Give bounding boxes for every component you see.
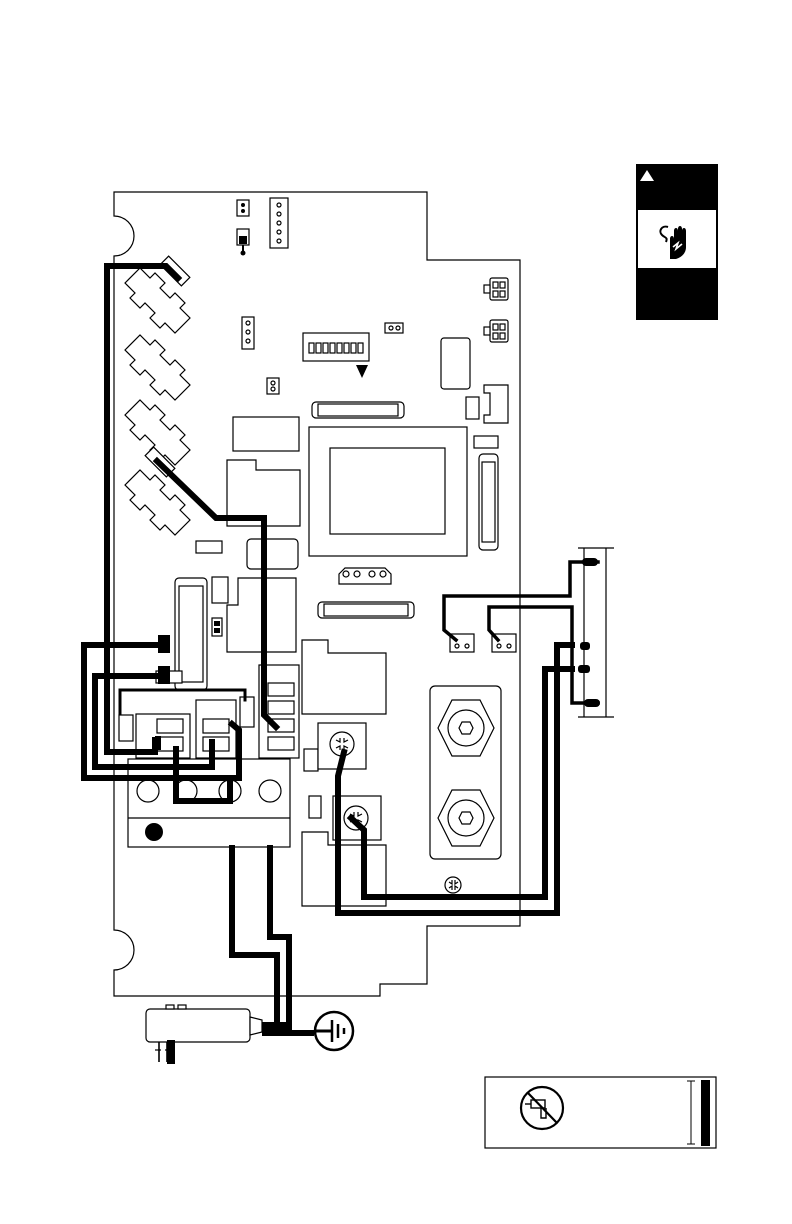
heater-element xyxy=(430,686,501,893)
right-connectors xyxy=(441,278,508,448)
shock-hazard-label xyxy=(636,164,718,320)
heater-terminals xyxy=(318,723,381,840)
no-drilling-icon xyxy=(521,1087,563,1129)
transformer xyxy=(309,427,467,556)
relay-bank xyxy=(125,256,190,535)
sensor-bracket xyxy=(578,548,614,717)
relay-output-block xyxy=(339,568,391,584)
no-drill-label xyxy=(485,1077,716,1148)
gfci-plug-icon xyxy=(146,1005,290,1064)
sensor-connectors xyxy=(450,634,516,652)
dip-switch xyxy=(303,333,369,378)
down-arrow-icon xyxy=(356,365,368,378)
ground-icon xyxy=(315,1012,353,1050)
top-jumpers xyxy=(237,198,288,256)
